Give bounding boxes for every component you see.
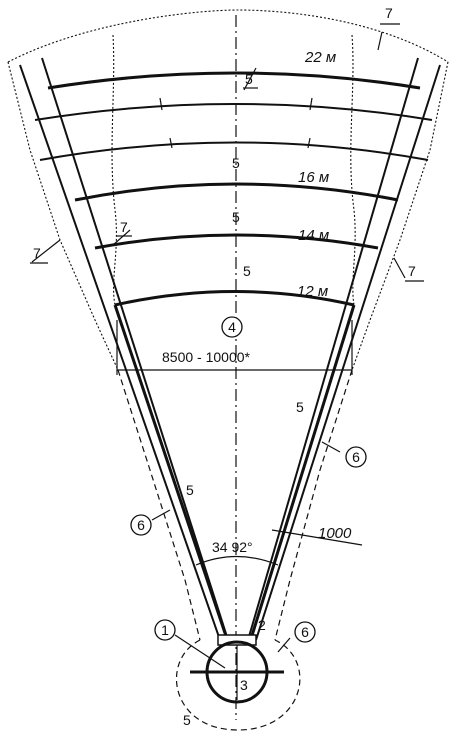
svg-text:6: 6 <box>301 624 309 640</box>
label-7-left-mid: 7 <box>120 219 128 235</box>
outer-boundary-top <box>7 9 449 63</box>
label-5-22m: 5 <box>245 71 253 87</box>
callout-4: 4 <box>221 316 243 338</box>
angle-arc <box>195 555 279 566</box>
arc-band-top <box>34 103 433 121</box>
callout-6-bottom: 6 <box>294 621 316 643</box>
distance-16m: 16 м <box>298 169 329 186</box>
angle-label: 34 92° <box>212 539 253 555</box>
label-5-12m: 5 <box>243 263 251 279</box>
label-3: 3 <box>240 677 248 693</box>
leader-6-right <box>321 441 341 453</box>
right-main-line <box>248 304 356 643</box>
label-5-right: 5 <box>296 399 304 415</box>
label-5-14m: 5 <box>232 209 240 225</box>
band-tick-4 <box>307 137 311 149</box>
distance-12m: 12 м <box>297 283 328 300</box>
inner-wavy-left <box>111 34 117 306</box>
label-5-16m: 5 <box>232 155 240 171</box>
svg-text:6: 6 <box>352 449 360 465</box>
label-7-right: 7 <box>408 263 416 279</box>
label-5-left: 5 <box>186 482 194 498</box>
right-rail-inner <box>247 57 419 641</box>
leader-1 <box>174 634 226 669</box>
leader-5-22 <box>243 67 257 91</box>
distance-22m: 22 м <box>304 49 336 66</box>
band-tick-3 <box>169 137 173 149</box>
right-rail-outer <box>255 64 441 641</box>
arc-band-bottom <box>39 141 429 161</box>
inner-wavy-right <box>350 34 356 306</box>
leader-7-left <box>31 239 61 263</box>
protection-zone-bottom <box>176 639 301 731</box>
svg-text:4: 4 <box>228 319 236 335</box>
callout-6-left: 6 <box>130 514 152 536</box>
offset-label: 1000 <box>318 525 352 542</box>
leader-6-bottom <box>277 637 291 653</box>
offset-dimension-line <box>271 529 363 546</box>
callout-1: 1 <box>154 619 176 641</box>
arc-16m <box>74 182 399 202</box>
svg-text:6: 6 <box>137 517 145 533</box>
width-dimension-label: 8500 - 10000* <box>162 349 251 365</box>
band-tick-2 <box>309 97 313 111</box>
distance-14m: 14 м <box>298 227 329 244</box>
svg-text:1: 1 <box>161 622 169 638</box>
arc-14m <box>94 233 379 250</box>
leader-7-left-mid <box>112 229 131 246</box>
leader-7-top <box>377 31 383 51</box>
label-7-top: 7 <box>385 5 393 21</box>
label-5-bottom: 5 <box>183 712 191 728</box>
left-main-line <box>113 304 230 643</box>
protection-zone-right <box>274 369 353 641</box>
leader-7-right <box>393 257 406 279</box>
arc-12m <box>114 290 355 307</box>
leader-6-left <box>151 509 171 521</box>
arc-22m <box>47 71 421 90</box>
label-2: 2 <box>258 617 266 633</box>
left-rail-outer <box>19 64 221 641</box>
outer-boundary-left <box>7 61 119 371</box>
band-tick-1 <box>159 97 163 111</box>
label-7-left: 7 <box>33 245 41 261</box>
protection-zone-left <box>117 369 201 641</box>
callout-6-right: 6 <box>345 446 367 468</box>
outer-boundary-right <box>351 61 449 371</box>
